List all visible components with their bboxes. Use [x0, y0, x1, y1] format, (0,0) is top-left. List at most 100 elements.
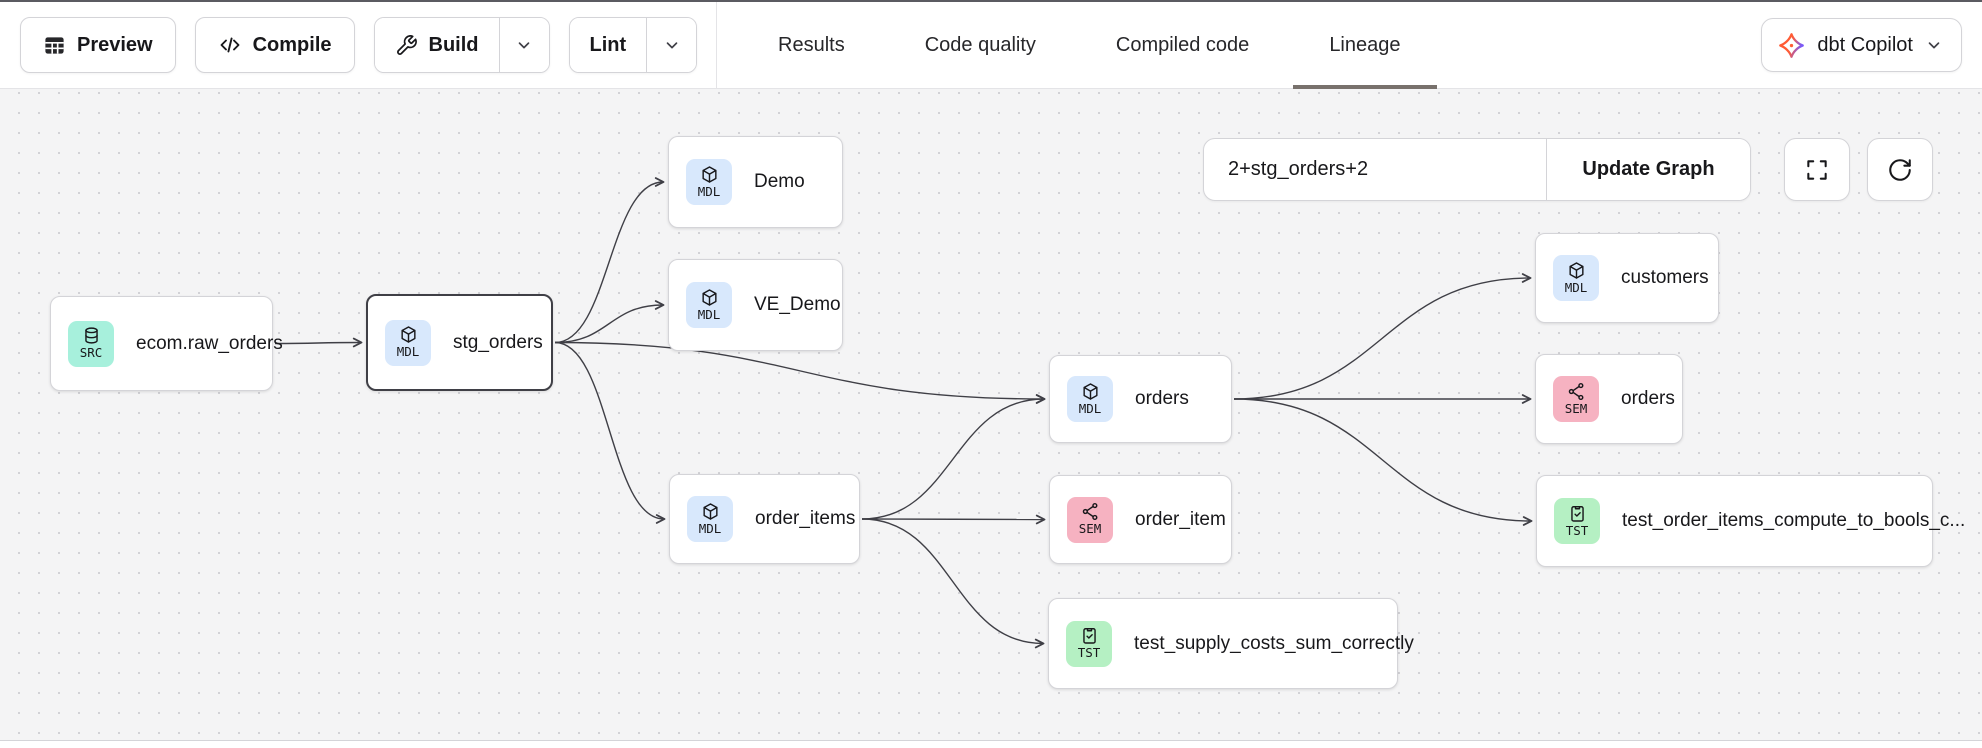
mdl-type-badge: MDL	[385, 319, 431, 366]
lint-dropdown-button[interactable]	[646, 18, 697, 72]
lineage-node-ve-demo[interactable]: MDL VE_Demo	[668, 259, 843, 351]
tst-type-badge: TST	[1066, 620, 1112, 667]
lineage-node-orders-model[interactable]: MDL orders	[1049, 355, 1232, 443]
node-label: order_items	[755, 508, 856, 529]
lineage-node-test-supply[interactable]: TST test_supply_costs_sum_correctly	[1048, 598, 1414, 689]
build-label: Build	[428, 33, 479, 56]
badge-label: SEM	[1078, 521, 1102, 537]
edge-order-items-to-test-supply	[861, 518, 1045, 649]
node-label: Demo	[754, 171, 805, 192]
fullscreen-icon	[1807, 159, 1827, 180]
toolbar-button-row: Preview Compile Build	[20, 2, 698, 88]
edge-stg-orders-to-orders-model	[554, 341, 1046, 404]
node-label: ecom.raw_orders	[136, 332, 283, 354]
update-graph-button[interactable]: Update Graph	[1546, 139, 1750, 200]
lineage-node-order-items[interactable]: MDL order_items	[669, 474, 860, 564]
lineage-canvas[interactable]: Update Graph SRCecom.raw_ordersMDLstg_or…	[0, 89, 1982, 740]
share-network-icon	[1568, 382, 1583, 400]
edge-order-items-to-order-item-sem	[861, 514, 1046, 525]
edge-orders-model-to-test-order-items	[1233, 398, 1533, 526]
tab-results[interactable]: Results	[778, 33, 845, 56]
tab-bar: Results Code quality Compiled code Lineage	[778, 2, 1401, 88]
lint-button[interactable]: Lint	[569, 18, 647, 72]
badge-label: MDL	[697, 306, 721, 322]
edge-orders-model-to-customers	[1233, 273, 1532, 400]
node-label: test_order_items_compute_to_bools_c...	[1622, 510, 1966, 531]
node-label: stg_orders	[453, 331, 543, 353]
edge-stg-orders-to-ve-demo	[554, 300, 665, 344]
lineage-node-stg-orders[interactable]: MDL stg_orders	[366, 294, 553, 391]
src-type-badge: SRC	[68, 320, 114, 367]
lint-label: Lint	[589, 33, 627, 56]
chevron-down-icon	[518, 42, 530, 49]
cube-icon	[400, 326, 416, 344]
compile-button[interactable]: Compile	[194, 17, 355, 73]
lineage-node-demo[interactable]: MDL Demo	[668, 136, 843, 228]
lineage-selector-input[interactable]	[1204, 139, 1546, 200]
refresh-icon	[1889, 158, 1911, 181]
node-label: orders	[1135, 388, 1189, 409]
mdl-type-badge: MDL	[686, 159, 732, 205]
tab-lineage[interactable]: Lineage	[1329, 2, 1400, 88]
preview-label: Preview	[77, 33, 153, 56]
preview-button[interactable]: Preview	[20, 17, 176, 73]
build-dropdown-button[interactable]	[498, 18, 549, 72]
node-label: order_item	[1135, 508, 1226, 530]
cube-icon	[701, 166, 717, 183]
bottom-strip	[0, 740, 1982, 748]
sem-type-badge: SEM	[1553, 376, 1599, 422]
badge-label: MDL	[1564, 279, 1588, 295]
chevron-down-icon	[666, 42, 677, 49]
edge-stg-orders-to-order-items	[554, 341, 666, 524]
edge-ecom-raw-orders-to-stg-orders	[274, 337, 363, 348]
node-label: test_supply_costs_sum_correctly	[1134, 632, 1414, 654]
clipboard-check-icon	[1570, 505, 1584, 522]
code-icon	[220, 37, 240, 53]
sem-type-badge: SEM	[1067, 496, 1113, 543]
badge-label: TST	[1565, 522, 1589, 538]
lineage-node-ecom-raw-orders[interactable]: SRC ecom.raw_orders	[50, 296, 283, 391]
mdl-type-badge: MDL	[1067, 376, 1113, 422]
build-button[interactable]: Build	[374, 18, 499, 72]
tst-type-badge: TST	[1554, 498, 1600, 544]
dbt-copilot-button[interactable]: dbt Copilot	[1761, 18, 1962, 72]
dbt-logo-icon	[1779, 32, 1805, 58]
badge-label: MDL	[396, 344, 420, 360]
clipboard-check-icon	[1082, 628, 1096, 645]
lineage-node-order-item-sem[interactable]: SEM order_item	[1049, 475, 1232, 564]
cube-icon	[702, 503, 718, 520]
graph-selector-group: Update Graph	[1203, 138, 1751, 201]
cube-icon	[1568, 262, 1584, 279]
table-icon	[45, 36, 64, 54]
cube-icon	[701, 289, 717, 306]
fullscreen-button[interactable]	[1784, 138, 1850, 201]
node-label: VE_Demo	[754, 294, 841, 315]
build-button-group: Build	[373, 17, 550, 73]
tab-compiled-code[interactable]: Compiled code	[1115, 33, 1250, 56]
mdl-type-badge: MDL	[686, 282, 732, 328]
chevron-down-icon	[1928, 42, 1940, 49]
toolbar: Preview Compile Build	[0, 2, 1982, 89]
copilot-label: dbt Copilot	[1817, 33, 1913, 56]
tab-code-quality[interactable]: Code quality	[924, 33, 1036, 56]
badge-label: MDL	[1078, 400, 1102, 416]
wrench-icon	[396, 34, 417, 55]
refresh-button[interactable]	[1867, 138, 1933, 201]
lineage-node-test-order-items[interactable]: TST test_order_items_compute_to_bools_c..…	[1536, 475, 1965, 567]
cube-icon	[1082, 383, 1098, 400]
badge-label: SEM	[1564, 400, 1588, 416]
share-network-icon	[1082, 503, 1097, 521]
badge-label: SRC	[79, 345, 103, 361]
lint-button-group: Lint	[568, 17, 698, 73]
top-border-line	[0, 0, 1982, 2]
edge-stg-orders-to-demo	[554, 177, 665, 344]
badge-label: MDL	[697, 183, 721, 199]
lineage-node-customers[interactable]: MDL customers	[1535, 233, 1719, 323]
badge-label: TST	[1077, 645, 1101, 661]
mdl-type-badge: MDL	[687, 496, 733, 542]
edge-order-items-to-orders-model	[861, 394, 1046, 520]
node-label: customers	[1621, 267, 1709, 288]
compile-label: Compile	[252, 33, 332, 56]
